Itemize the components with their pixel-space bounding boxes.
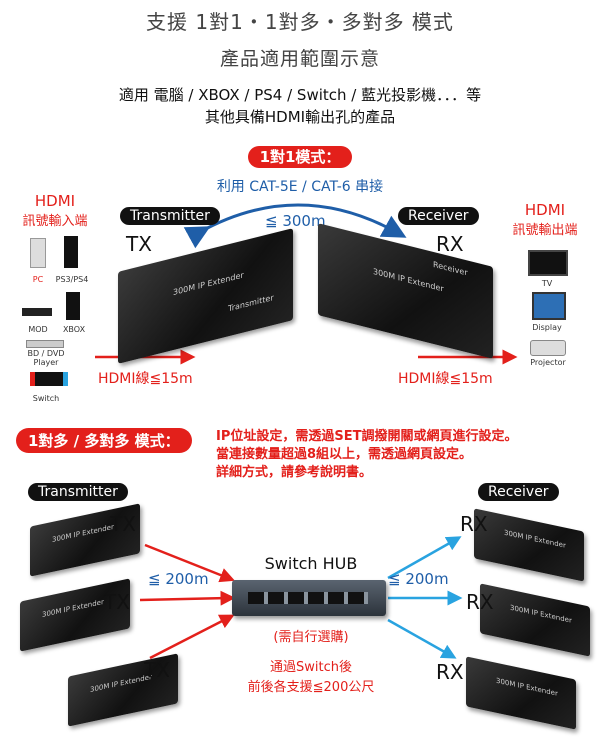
left-distance: ≦ 200m bbox=[148, 570, 209, 588]
desc-line-2: 其他具備HDMI輸出孔的產品 bbox=[204, 108, 396, 126]
source-mod: MOD bbox=[28, 325, 48, 334]
tx-device-tag: Transmitter bbox=[228, 293, 274, 314]
output-projector: Projector bbox=[530, 358, 566, 367]
rx-unit-2-label: 300M IP Extender bbox=[510, 603, 572, 625]
rx-unit-1-label: 300M IP Extender bbox=[504, 528, 566, 550]
distance-label: ≦ 300m bbox=[265, 212, 326, 230]
main-title: 支援 1對1・1對多・多對多 模式 bbox=[146, 10, 454, 34]
rx-unit-3-label: 300M IP Extender bbox=[496, 676, 558, 698]
hub-note: (需自行選購) bbox=[273, 630, 349, 645]
tx-unit-3-tag: TX bbox=[144, 658, 170, 682]
rx3-arrow bbox=[387, 618, 457, 659]
tx-unit-1-label: 300M IP Extender bbox=[52, 522, 114, 545]
rx1-arrow bbox=[387, 536, 462, 580]
xbox-icon bbox=[66, 292, 80, 320]
projector-icon bbox=[530, 340, 566, 356]
tx-unit-1-tag: TX bbox=[110, 512, 136, 536]
after-switch-2: 前後各支援≦200公尺 bbox=[247, 680, 375, 695]
mode1-badge-wrap: 1對1模式： bbox=[0, 146, 600, 168]
after-switch-1: 通過Switch後 bbox=[270, 660, 352, 675]
tv-icon bbox=[528, 250, 568, 276]
cable-label: 利用 CAT-5E / CAT-6 串接 bbox=[216, 179, 384, 195]
tx-device-label: 300M IP Extender bbox=[173, 270, 244, 298]
tx2-arrow bbox=[139, 590, 236, 606]
tx3-arrow bbox=[149, 614, 235, 660]
tx-unit-2-label: 300M IP Extender bbox=[42, 597, 104, 620]
input-title-1: HDMI bbox=[34, 192, 76, 210]
mode2-badge: 1對多 / 多對多 模式： bbox=[16, 428, 192, 453]
bd-player-icon bbox=[26, 340, 64, 348]
mode2-note-3: 詳細方式，請參考說明書。 bbox=[216, 465, 373, 480]
hdmi-out-label: HDMI線≦15m bbox=[398, 371, 493, 387]
rx-badge: Receiver bbox=[398, 207, 479, 225]
hub-label: Switch HUB bbox=[264, 554, 358, 573]
pc-icon bbox=[30, 238, 46, 268]
source-switch: Switch bbox=[32, 394, 60, 403]
source-bd: BD / DVD Player bbox=[27, 349, 65, 367]
hub-ports bbox=[248, 592, 368, 604]
tx-unit-2-tag: TX bbox=[104, 590, 130, 614]
input-title-2: 訊號輸入端 bbox=[22, 214, 88, 229]
mode2-tx-badge: Transmitter bbox=[28, 483, 128, 501]
mode2-rx-badge: Receiver bbox=[478, 483, 559, 501]
output-title-1: HDMI bbox=[524, 201, 566, 219]
ps4-icon bbox=[64, 236, 78, 268]
display-icon bbox=[532, 292, 566, 320]
right-distance: ≦ 200m bbox=[388, 570, 449, 588]
mode2-note-2: 當連接數量超過8組以上，需透過網頁設定。 bbox=[216, 447, 473, 462]
switch-hub bbox=[232, 580, 386, 616]
hdmi-in-label: HDMI線≦15m bbox=[98, 371, 193, 387]
rx-unit-2-tag: RX bbox=[466, 590, 494, 614]
output-title-2: 訊號輸出端 bbox=[512, 223, 578, 238]
distance-arc bbox=[183, 203, 407, 249]
switch-console-icon bbox=[30, 372, 68, 386]
rx-unit-1-tag: RX bbox=[460, 512, 488, 536]
output-tv: TV bbox=[541, 279, 553, 288]
rx-label: RX bbox=[436, 232, 464, 256]
mode2-note-1: IP位址設定，需透過SET調撥開關或網頁進行設定。 bbox=[216, 429, 518, 444]
tx-badge: Transmitter bbox=[120, 207, 220, 225]
source-ps4: PS3/PS4 bbox=[55, 275, 89, 284]
source-xbox: XBOX bbox=[62, 325, 86, 334]
mode1-badge: 1對1模式： bbox=[247, 146, 353, 168]
tx-unit-3-label: 300M IP Extender bbox=[90, 672, 152, 695]
tx1-arrow bbox=[144, 543, 235, 583]
mod-icon bbox=[22, 308, 52, 316]
desc-line-1: 適用 電腦 / XBOX / PS4 / Switch / 藍光投影機．．．等 bbox=[118, 86, 482, 104]
tx-label: TX bbox=[126, 232, 152, 256]
rx-unit-3-tag: RX bbox=[436, 660, 464, 684]
rx-device-tag: Receiver bbox=[433, 259, 468, 278]
output-display: Display bbox=[532, 323, 562, 332]
subtitle: 產品適用範圍示意 bbox=[219, 48, 380, 70]
source-pc: PC bbox=[32, 275, 44, 284]
rx-device-label: 300M IP Extender bbox=[373, 266, 444, 294]
